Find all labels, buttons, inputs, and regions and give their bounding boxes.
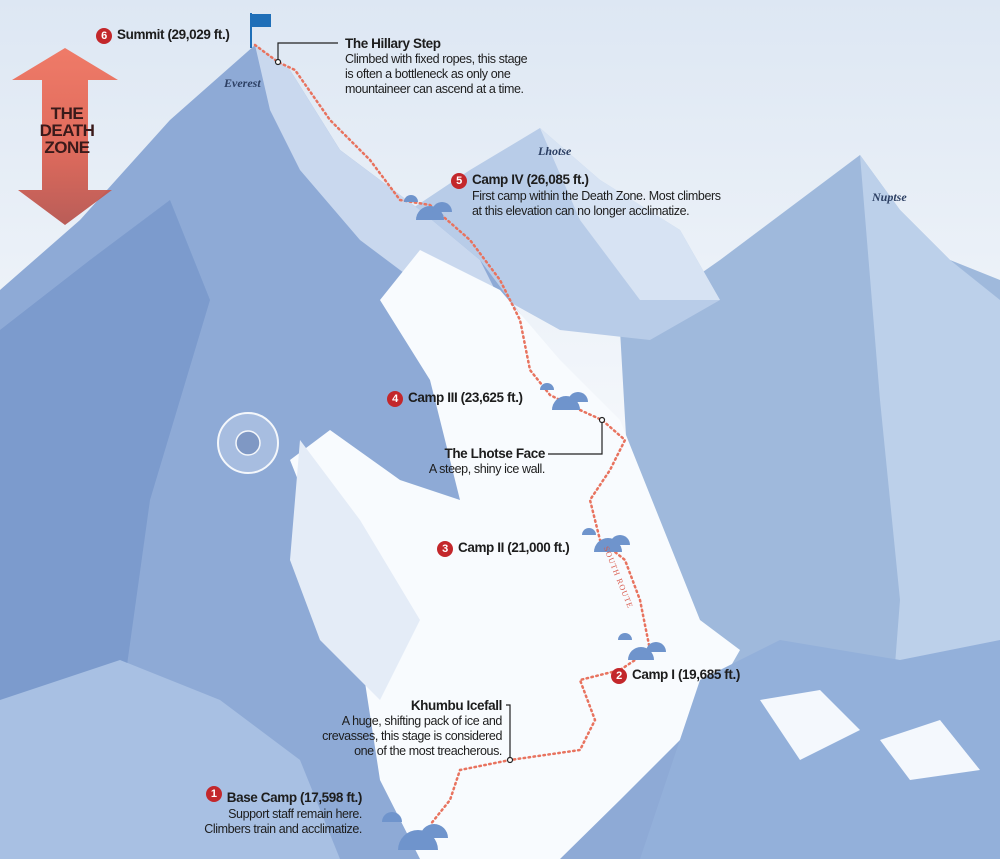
- south-route-path: [253, 43, 652, 827]
- stop-camp-iii: 4 Camp III (23,625 ft.): [387, 390, 523, 407]
- stop-title: Base Camp (17,598 ft.): [226, 790, 363, 805]
- callout-leaders: [274, 42, 606, 764]
- callout-title: Khumbu Icefall: [410, 698, 503, 713]
- camp-tents: [382, 195, 666, 850]
- stop-text: Support staff remain here.: [228, 806, 362, 821]
- stop-number-badge: 3: [437, 540, 453, 557]
- callout-lhotse-face: The Lhotse Face A steep, shiny ice wall.: [400, 446, 546, 477]
- peak-label-lhotse: Lhotse: [538, 144, 572, 158]
- death-zone-line: THE: [50, 104, 84, 123]
- callout-text: Climbed with fixed ropes, this stage: [345, 52, 528, 66]
- callout-text: A huge, shifting pack of ice and: [341, 714, 503, 728]
- stop-title: Camp II (21,000 ft.): [458, 540, 570, 555]
- stop-title: Summit (29,029 ft.): [117, 27, 230, 42]
- death-zone-line: ZONE: [44, 138, 90, 157]
- callout-title: The Lhotse Face: [444, 446, 545, 461]
- stop-text: Climbers train and acclimatize.: [204, 821, 362, 836]
- stop-title: Camp IV (26,085 ft.): [472, 172, 589, 187]
- peak-label-everest: Everest: [224, 76, 261, 90]
- peak-label-nuptse: Nuptse: [872, 190, 907, 204]
- stop-title: Camp III (23,625 ft.): [408, 390, 523, 405]
- stop-number-badge: 2: [611, 667, 627, 684]
- callout-text: is often a bottleneck as only one: [345, 67, 511, 81]
- location-marker-icon: [217, 412, 279, 474]
- stop-number-badge: 6: [96, 27, 112, 44]
- stop-camp-iv: 5 Camp IV (26,085 ft.) First camp within …: [451, 172, 721, 219]
- stop-camp-ii: 3 Camp II (21,000 ft.): [437, 540, 570, 557]
- stop-number-badge: 1: [205, 785, 222, 802]
- stop-number-badge: 4: [387, 390, 403, 407]
- death-zone-label: THE DEATH ZONE: [22, 105, 112, 156]
- stop-title: Camp I (19,685 ft.): [632, 667, 740, 682]
- summit-flag-icon: [250, 13, 271, 48]
- stop-camp-i: 2 Camp I (19,685 ft.): [611, 667, 740, 684]
- callout-text: A steep, shiny ice wall.: [428, 462, 546, 476]
- stop-text: at this elevation can no longer acclimat…: [472, 203, 690, 218]
- callout-hillary-step: The Hillary Step Climbed with fixed rope…: [345, 36, 528, 97]
- stop-summit: 6 Summit (29,029 ft.): [96, 27, 230, 44]
- death-zone-arrow: [12, 48, 118, 225]
- stop-text: First camp within the Death Zone. Most c…: [472, 188, 721, 203]
- callout-title: The Hillary Step: [345, 36, 441, 51]
- callout-text: one of the most treacherous.: [354, 744, 502, 758]
- callout-khumbu-icefall: Khumbu Icefall A huge, shifting pack of …: [240, 698, 502, 759]
- callout-text: crevasses, this stage is considered: [322, 729, 502, 743]
- stop-number-badge: 5: [451, 172, 467, 189]
- valley-snow: [290, 250, 740, 859]
- death-zone-line: DEATH: [39, 121, 95, 140]
- callout-text: mountaineer can ascend at a time.: [345, 82, 524, 96]
- stop-base-camp: 1 Base Camp (17,598 ft.) Support staff re…: [170, 785, 363, 837]
